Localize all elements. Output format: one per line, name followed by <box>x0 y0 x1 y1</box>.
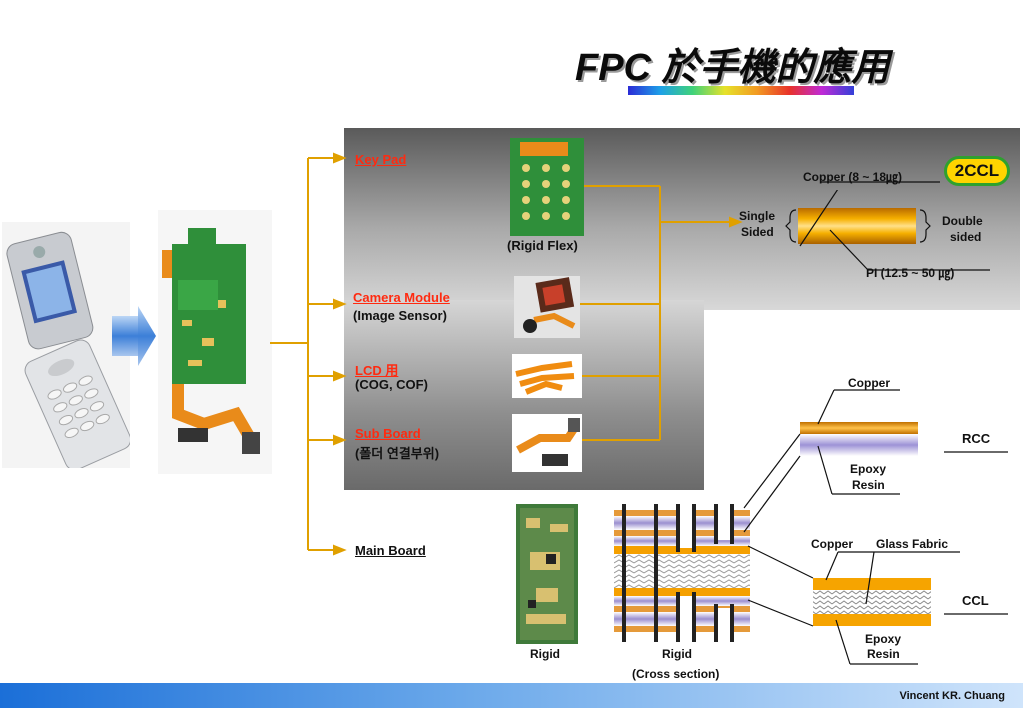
main-board-rigid-image <box>516 504 578 644</box>
flip-phone-image <box>2 222 130 468</box>
rcc-epoxy-label: Epoxy <box>850 462 887 476</box>
lcd-label[interactable]: LCD 用 <box>355 363 399 378</box>
subboard-flex-image <box>512 414 582 472</box>
rcc-copper-label: Copper <box>848 376 890 390</box>
lcd-sublabel: (COG, COF) <box>355 377 428 392</box>
camera-module-sublabel: (Image Sensor) <box>353 308 447 323</box>
double-label: Double <box>942 214 983 228</box>
ccl-epoxy-label: Epoxy <box>865 632 902 646</box>
arrow-right-icon <box>112 306 156 366</box>
disassembled-pcb-image <box>158 210 272 474</box>
2ccl-layer-diagram <box>785 190 990 271</box>
cross-section-sublabel: (Cross section) <box>632 667 720 681</box>
author-credit: Vincent KR. Chuang <box>899 690 1005 702</box>
rcc-resin-label: Resin <box>852 478 885 492</box>
page-title: FPC 於手機的應用 <box>575 47 890 89</box>
ccl-copper-label: Copper <box>811 537 853 551</box>
subboard-sublabel: (폴더 연결부위) <box>355 446 440 461</box>
rigid-cross-section-label: Rigid <box>662 647 692 661</box>
single-label: Single <box>739 209 776 223</box>
subboard-label[interactable]: Sub Board <box>355 426 421 441</box>
double-sided-label: sided <box>950 230 982 244</box>
title-underline-bar <box>628 86 854 95</box>
camera-module-label[interactable]: Camera Module <box>353 290 450 305</box>
rigid-cross-section-image <box>614 504 750 642</box>
ccl-resin-label: Resin <box>867 647 900 661</box>
rigid-flex-image <box>510 138 584 236</box>
2ccl-badge: 2CCL <box>944 156 1010 186</box>
ccl-label: CCL <box>962 593 989 608</box>
mainboard-label[interactable]: Main Board <box>355 543 426 558</box>
keypad-label[interactable]: Key Pad <box>355 152 407 167</box>
rigid-flex-label: (Rigid Flex) <box>507 238 578 253</box>
sided-label: Sided <box>741 225 774 239</box>
rcc-label: RCC <box>962 431 991 446</box>
footer-bar <box>0 683 1023 708</box>
2ccl-copper-label: Copper (8 ~ 18㎍) <box>803 170 903 184</box>
2ccl-copper-leader <box>820 181 940 183</box>
rigid-label: Rigid <box>530 647 560 661</box>
glass-fabric-label: Glass Fabric <box>876 537 949 551</box>
lcd-flex-image <box>512 354 582 398</box>
pi-label: PI (12.5 ~ 50 ㎍) <box>866 266 955 280</box>
camera-module-image <box>514 276 580 338</box>
